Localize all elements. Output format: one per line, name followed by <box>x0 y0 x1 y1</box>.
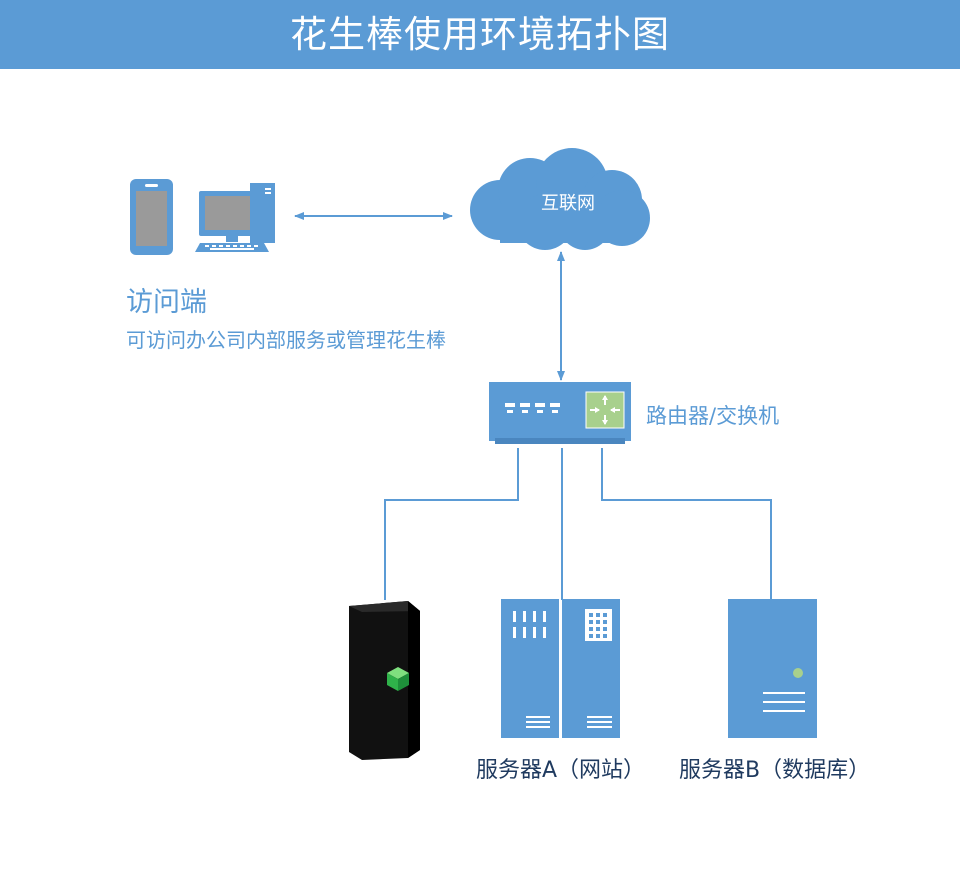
router-server-b-link <box>601 448 772 600</box>
router-peanut-link <box>384 448 519 600</box>
client-title: 访问端 <box>126 287 207 318</box>
switch-ports-icon <box>505 403 560 413</box>
router-switch-icon <box>489 382 631 444</box>
internet-cloud-icon <box>470 148 650 250</box>
server-b-label: 服务器B（数据库） <box>679 758 871 783</box>
phone-icon <box>130 179 173 255</box>
router-label: 路由器/交换机 <box>646 404 780 428</box>
server-a-icon <box>501 599 620 738</box>
cube-logo-icon <box>387 667 409 691</box>
server-a-label: 服务器A（网站） <box>476 758 646 783</box>
desktop-computer-icon <box>195 183 275 252</box>
client-description: 可访问办公司内部服务或管理花生棒 <box>126 328 446 352</box>
header-bar: 花生棒使用环境拓扑图 <box>0 0 960 69</box>
router-arrows-icon <box>585 391 625 429</box>
peanut-stick-device <box>349 601 420 760</box>
status-led-icon <box>793 668 803 678</box>
internet-label: 互联网 <box>541 193 595 214</box>
server-b-icon <box>728 599 817 738</box>
page-title: 花生棒使用环境拓扑图 <box>290 13 670 56</box>
